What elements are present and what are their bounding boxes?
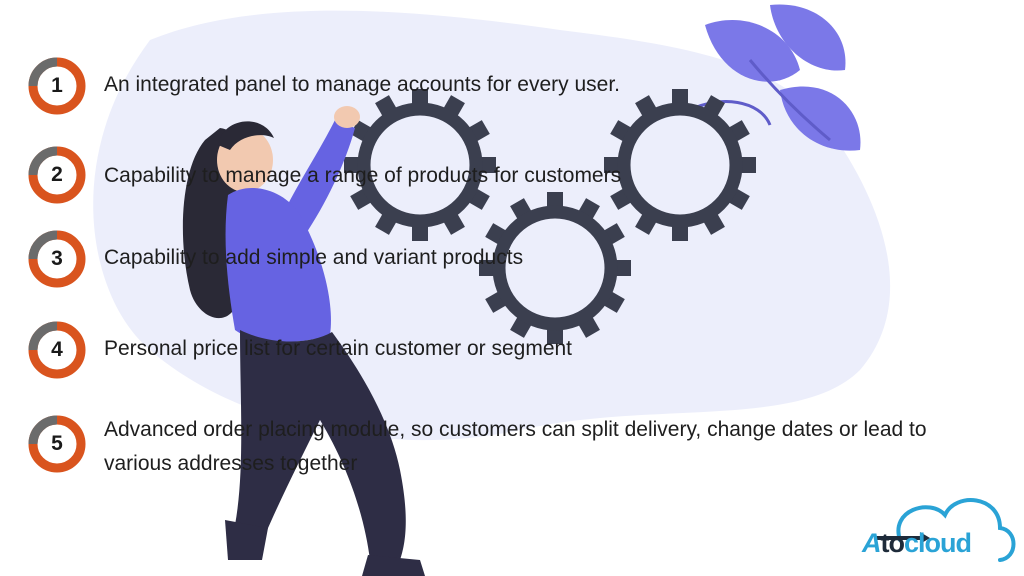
logo-part-to: to	[880, 528, 906, 558]
gear-icon	[344, 89, 496, 241]
badge-number: 1	[51, 74, 63, 97]
arrow-icon	[874, 532, 930, 544]
feature-text: An integrated panel to manage accounts f…	[104, 73, 620, 96]
number-badge: 2	[28, 146, 86, 204]
feature-text: Capability to manage a range of products…	[104, 164, 622, 187]
number-badge: 5	[28, 415, 86, 473]
badge-number: 4	[51, 338, 63, 361]
feature-item-4: 4 Personal price list for certain custom…	[28, 321, 994, 379]
pants-shape	[235, 330, 406, 560]
feature-text: Advanced order placing module, so custom…	[104, 418, 927, 475]
gear-icon	[604, 89, 756, 241]
gear-group	[344, 89, 756, 344]
number-badge: 3	[28, 230, 86, 288]
logo-wordmark: Atocloud	[862, 528, 972, 559]
shirt-shape	[225, 187, 331, 342]
feature-item-1: 1 An integrated panel to manage accounts…	[28, 57, 994, 115]
badge-number: 2	[51, 163, 63, 186]
feature-item-5: 5 Advanced order placing module, so cust…	[28, 415, 994, 481]
gear-icon	[479, 192, 631, 344]
number-badge: 1	[28, 57, 86, 115]
badge-number: 3	[51, 247, 63, 270]
logo-part-a: A	[862, 528, 881, 558]
woman-figure	[182, 106, 425, 576]
feature-text: Capability to add simple and variant pro…	[104, 246, 524, 269]
badge-number: 5	[51, 432, 63, 455]
feature-item-3: 3 Capability to add simple and variant p…	[28, 230, 994, 288]
logo-part-cloud: cloud	[903, 528, 972, 558]
number-badge: 4	[28, 321, 86, 379]
leaf-icon	[689, 4, 861, 151]
arm-shape	[285, 120, 355, 235]
cloud-icon	[874, 498, 1016, 562]
feature-text: Personal price list for certain customer…	[104, 337, 573, 360]
feature-item-2: 2 Capability to manage a range of produc…	[28, 146, 994, 204]
atocloud-logo: Atocloud	[860, 490, 1016, 570]
